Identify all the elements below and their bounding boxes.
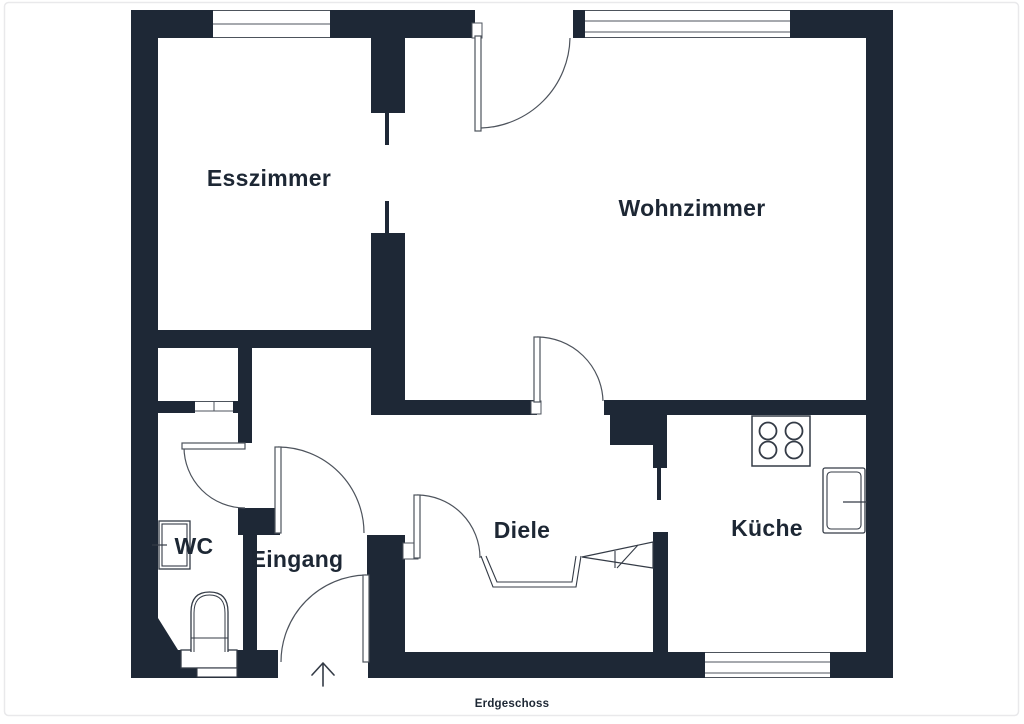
eingang-north-door-arc — [277, 446, 365, 534]
stair-landing-outline — [480, 555, 582, 588]
wall — [866, 10, 893, 678]
stairs-step-line — [616, 544, 639, 569]
room-label-wohnzimmer: Wohnzimmer — [619, 195, 766, 221]
diele-west-door-leaf — [413, 494, 421, 559]
stove-burner-icon — [758, 440, 778, 460]
wc-door-arc — [183, 446, 246, 509]
wall — [243, 535, 257, 652]
wall — [368, 652, 705, 678]
terrace-door-leaf — [474, 35, 482, 132]
wall — [371, 233, 405, 415]
wall — [367, 535, 405, 652]
kitchen-sink-icon — [822, 467, 866, 534]
terrace-door-arc — [480, 37, 571, 129]
toilet-base-icon — [196, 667, 238, 678]
stove-burner-icon — [784, 440, 804, 460]
wall — [830, 652, 893, 678]
wohnzimmer-door-leaf — [533, 336, 541, 403]
entrance-door-leaf — [362, 574, 370, 663]
wall — [131, 10, 158, 620]
room-label-wc: WC — [175, 533, 214, 559]
wall — [371, 38, 405, 113]
entrance-door-arc — [280, 574, 367, 663]
entrance-arrow-icon — [311, 662, 335, 687]
eingang-north-door-leaf — [274, 446, 282, 534]
stove-icon — [751, 415, 811, 467]
wall — [405, 400, 537, 415]
wall — [158, 401, 195, 413]
room-label-eingang: Eingang — [251, 546, 344, 572]
wall — [131, 618, 278, 678]
wall — [610, 415, 667, 445]
toilet-tank-icon — [180, 649, 238, 669]
wall — [653, 532, 668, 652]
room-label-diele: Diele — [494, 517, 550, 543]
page-border — [3, 1, 1020, 717]
stove-burner-icon — [784, 421, 804, 441]
opening-jamb — [385, 113, 389, 145]
room-label-kche: Küche — [731, 515, 803, 541]
wohnzimmer-door-frame — [530, 400, 542, 415]
wall — [238, 508, 280, 535]
window — [705, 652, 830, 678]
wall — [653, 445, 667, 468]
floor-caption: Erdgeschoss — [474, 698, 550, 710]
opening-jamb — [385, 201, 389, 233]
stove-burner-icon — [758, 421, 778, 441]
wall — [330, 10, 475, 38]
stairs-icon — [581, 541, 654, 569]
wall — [158, 330, 371, 348]
stair-landing-outline — [485, 555, 577, 583]
wall — [604, 400, 867, 415]
wohnzimmer-door-arc — [536, 336, 604, 402]
toilet-bowl-icon — [190, 591, 229, 652]
wall — [238, 348, 252, 443]
wc-door-leaf — [181, 442, 246, 450]
kitchen-sink-inner — [826, 471, 862, 530]
diele-west-door-arc — [416, 494, 481, 559]
wall — [573, 10, 585, 38]
opening-jamb — [657, 468, 661, 500]
room-label-esszimmer: Esszimmer — [207, 165, 331, 191]
toilet-bowl-inner — [193, 594, 226, 652]
window — [585, 10, 790, 38]
